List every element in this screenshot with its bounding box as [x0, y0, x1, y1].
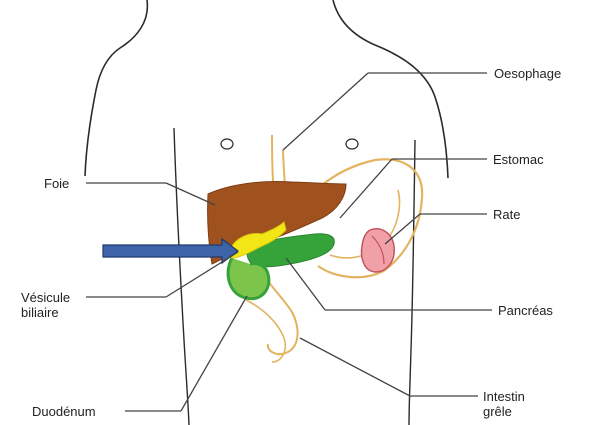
torso-left-contour — [174, 128, 189, 425]
label-vesicule-line2: biliaire — [21, 305, 70, 320]
leader-duodenum-diag — [181, 296, 247, 411]
label-intestin-line2: grêle — [483, 404, 525, 419]
leader-intestin-diag — [300, 338, 410, 396]
label-estomac: Estomac — [493, 152, 544, 167]
label-duodenum: Duodénum — [32, 404, 96, 419]
label-vesicule-biliaire: Vésicule biliaire — [21, 290, 70, 320]
torso-right-contour — [409, 140, 415, 425]
label-pancreas: Pancréas — [498, 303, 553, 318]
label-oesophage: Oesophage — [494, 66, 561, 81]
label-vesicule-line1: Vésicule — [21, 290, 70, 305]
leader-estomac-diag — [340, 159, 392, 218]
leader-oesophage-diag — [283, 73, 368, 150]
nipple-right — [346, 139, 358, 149]
label-intestin-grele: Intestin grêle — [483, 389, 525, 419]
body-outline-left — [85, 0, 147, 176]
small-intestine-shape-2 — [246, 300, 285, 362]
nipple-left — [221, 139, 233, 149]
label-foie: Foie — [44, 176, 69, 191]
label-rate: Rate — [493, 207, 520, 222]
label-intestin-line1: Intestin — [483, 389, 525, 404]
spleen-shape — [362, 229, 395, 272]
